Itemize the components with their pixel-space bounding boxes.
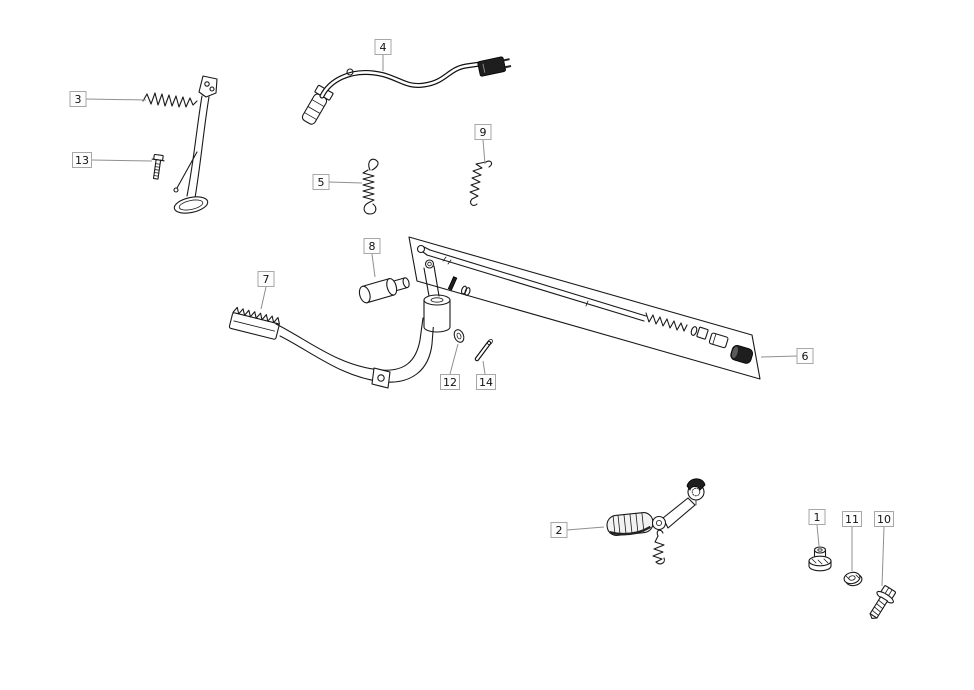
part-8-bushing [358,277,410,304]
callout-4-label: 4 [380,41,387,54]
callout-2-label: 2 [556,524,563,537]
callout-6-label: 6 [802,350,809,363]
callout-11[interactable]: 11 [842,511,862,527]
callout-12-label: 12 [443,376,457,389]
callout-7-label: 7 [263,273,270,286]
callout-2[interactable]: 2 [550,522,568,538]
callout-4[interactable]: 4 [374,39,392,55]
callout-3[interactable]: 3 [69,91,87,107]
part-5-spring [362,158,379,215]
callout-10-label: 10 [877,513,891,526]
part-11-washer [843,571,863,587]
callout-7[interactable]: 7 [257,271,275,287]
part-2-shift-lever [606,478,706,565]
callout-3-label: 3 [75,93,82,106]
callout-5[interactable]: 5 [312,174,330,190]
callout-8-label: 8 [369,240,376,253]
callout-14[interactable]: 14 [476,374,496,390]
callout-12[interactable]: 12 [440,374,460,390]
part-6-rod-assembly [408,236,761,380]
callout-1[interactable]: 1 [808,509,826,525]
part-14-pin [474,338,493,362]
callout-6[interactable]: 6 [796,348,814,364]
callout-14-label: 14 [479,376,493,389]
callout-9[interactable]: 9 [474,124,492,140]
part-10-bolt [869,585,896,619]
part-4-cable [301,56,512,125]
callout-10[interactable]: 10 [874,511,894,527]
part-12-washer [453,329,465,343]
part-1-grommet [808,546,832,572]
callout-13[interactable]: 13 [72,152,92,168]
callout-9-label: 9 [480,126,487,139]
part-9-spring [469,160,493,207]
callout-8[interactable]: 8 [363,238,381,254]
callout-11-label: 11 [845,513,859,526]
part-3-stand [142,75,218,214]
callout-5-label: 5 [318,176,325,189]
callout-13-label: 13 [75,154,89,167]
leader-lines [85,55,885,587]
part-7-brake-pedal [228,259,451,389]
callout-1-label: 1 [814,511,821,524]
part-13-bolt [151,153,165,180]
